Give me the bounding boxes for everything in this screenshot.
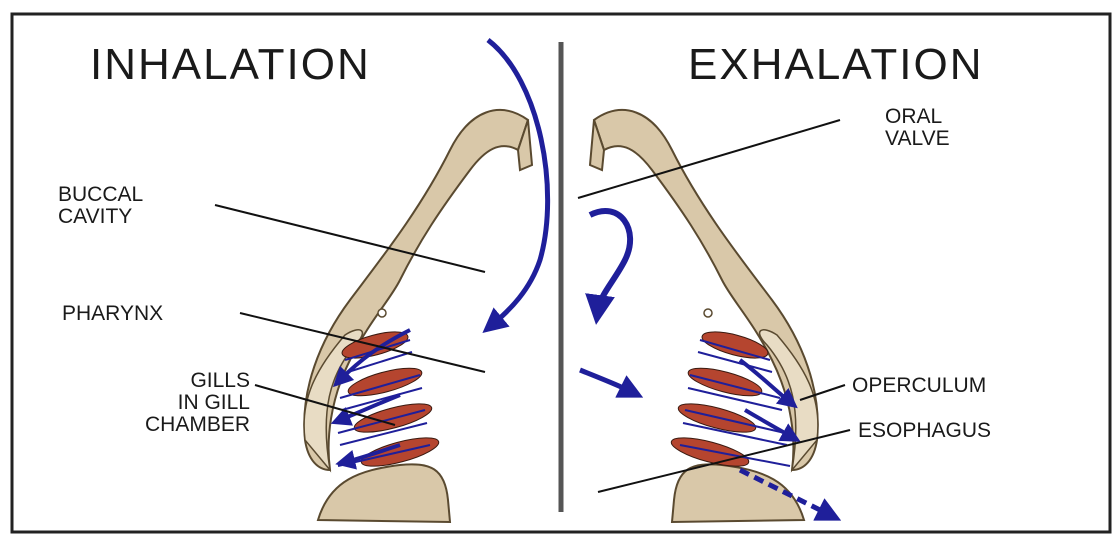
left-fish-head: [304, 110, 532, 522]
exhalation-title: EXHALATION: [688, 40, 983, 90]
oral-line2: VALVE: [885, 128, 950, 150]
pharynx-label: PHARYNX: [62, 303, 163, 325]
gills-line3: CHAMBER: [135, 414, 250, 436]
leader-buccal: [215, 205, 485, 272]
buccal-line1: BUCCAL: [58, 184, 143, 206]
right-gills: [669, 327, 771, 472]
buccal-line2: CAVITY: [58, 206, 143, 228]
left-flow-arrows: [340, 40, 548, 462]
left-lower-jaw: [318, 464, 450, 522]
oral-valve-label: ORAL VALVE: [885, 106, 950, 150]
right-eye: [704, 309, 712, 317]
left-eye: [378, 309, 386, 317]
oral-valve-swirl-arrow: [590, 211, 630, 310]
operculum-label: OPERCULUM: [852, 375, 986, 397]
gills-line2: IN GILL: [135, 392, 250, 414]
gills-line1: GILLS: [135, 370, 250, 392]
buccal-cavity-label: BUCCAL CAVITY: [58, 184, 143, 228]
oral-line1: ORAL: [885, 106, 950, 128]
gills-label: GILLS IN GILL CHAMBER: [135, 370, 250, 436]
inhale-water-arrow: [488, 40, 548, 325]
right-fish-head: [590, 110, 818, 522]
inhalation-title: INHALATION: [90, 40, 371, 90]
esophagus-label: ESOPHAGUS: [858, 420, 991, 442]
